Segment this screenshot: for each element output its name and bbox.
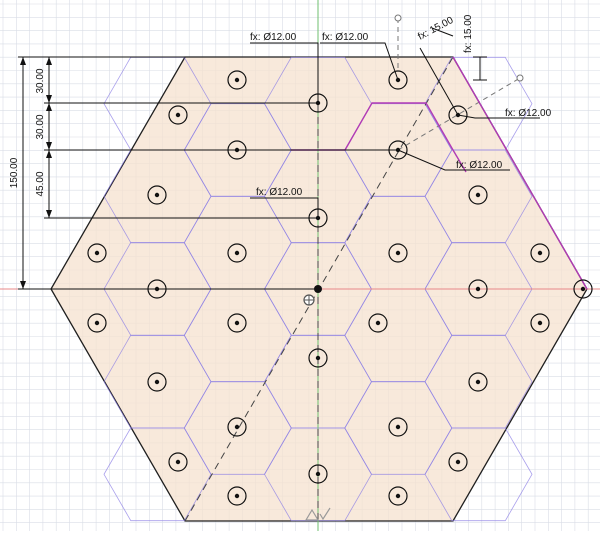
hole-circle[interactable] [227,313,247,333]
dimension-label-150[interactable]: 150.00 [9,157,20,188]
hole-circle[interactable] [227,417,247,437]
dimension-lines [18,27,540,290]
hole-circle[interactable] [227,486,247,506]
hole-circle[interactable] [87,313,107,333]
dimension-label-diameter-5[interactable]: fx: Ø12.00 [505,108,552,119]
dimension-arrows [20,57,52,289]
hole-circle[interactable] [388,70,408,90]
dimension-label-45[interactable]: 45.00 [35,171,46,196]
hole-circle[interactable] [448,452,468,472]
selected-edge[interactable] [452,56,588,290]
hole-circle[interactable] [530,313,550,333]
hole-circle[interactable] [147,372,167,392]
dimension-label-diameter-2[interactable]: fx: Ø12.00 [322,32,369,43]
hole-circle[interactable] [308,464,328,484]
dimension-label-30-lower[interactable]: 30.00 [35,114,46,139]
hole-circle[interactable] [468,372,488,392]
dimension-label-diameter-4[interactable]: fx: Ø12.00 [456,160,503,171]
hole-circle[interactable] [308,93,328,113]
hole-circle[interactable] [368,313,388,333]
hole-circle[interactable] [448,105,468,125]
hole-circle[interactable] [573,279,593,299]
construction-point[interactable] [516,74,524,82]
hole-circle[interactable] [87,243,107,263]
hole-circle[interactable] [388,243,408,263]
hole-circle[interactable] [308,208,328,228]
hole-circle[interactable] [227,243,247,263]
dimension-label-diameter-3[interactable]: fx: Ø12.00 [256,187,303,198]
hole-circle[interactable] [530,243,550,263]
dimension-label-diameter-1[interactable]: fx: Ø12.00 [250,32,297,43]
hole-circle[interactable] [168,452,188,472]
dimension-label-30-upper[interactable]: 30.00 [35,68,46,93]
hole-circle[interactable] [227,140,247,160]
sketch-constraint-icon[interactable] [304,507,331,521]
construction-line-right[interactable] [397,77,521,151]
hole-circle[interactable] [308,348,328,368]
hole-circle[interactable] [468,279,488,299]
hole-circle[interactable] [388,140,408,160]
hole-circle[interactable] [147,279,167,299]
hole-circle[interactable] [168,105,188,125]
hex-cell [424,427,533,522]
hole-circle[interactable] [227,70,247,90]
origin-icon[interactable] [303,285,322,306]
hole-circle[interactable] [147,185,167,205]
dimension-label-15-angled[interactable]: fx: 15.00 [416,15,455,43]
hole-pattern [87,70,593,506]
hole-circle[interactable] [468,185,488,205]
hole-circle[interactable] [388,417,408,437]
hole-circle[interactable] [388,486,408,506]
construction-point[interactable] [394,14,402,22]
dimension-label-15-right[interactable]: fx: 15.00 [463,14,474,53]
